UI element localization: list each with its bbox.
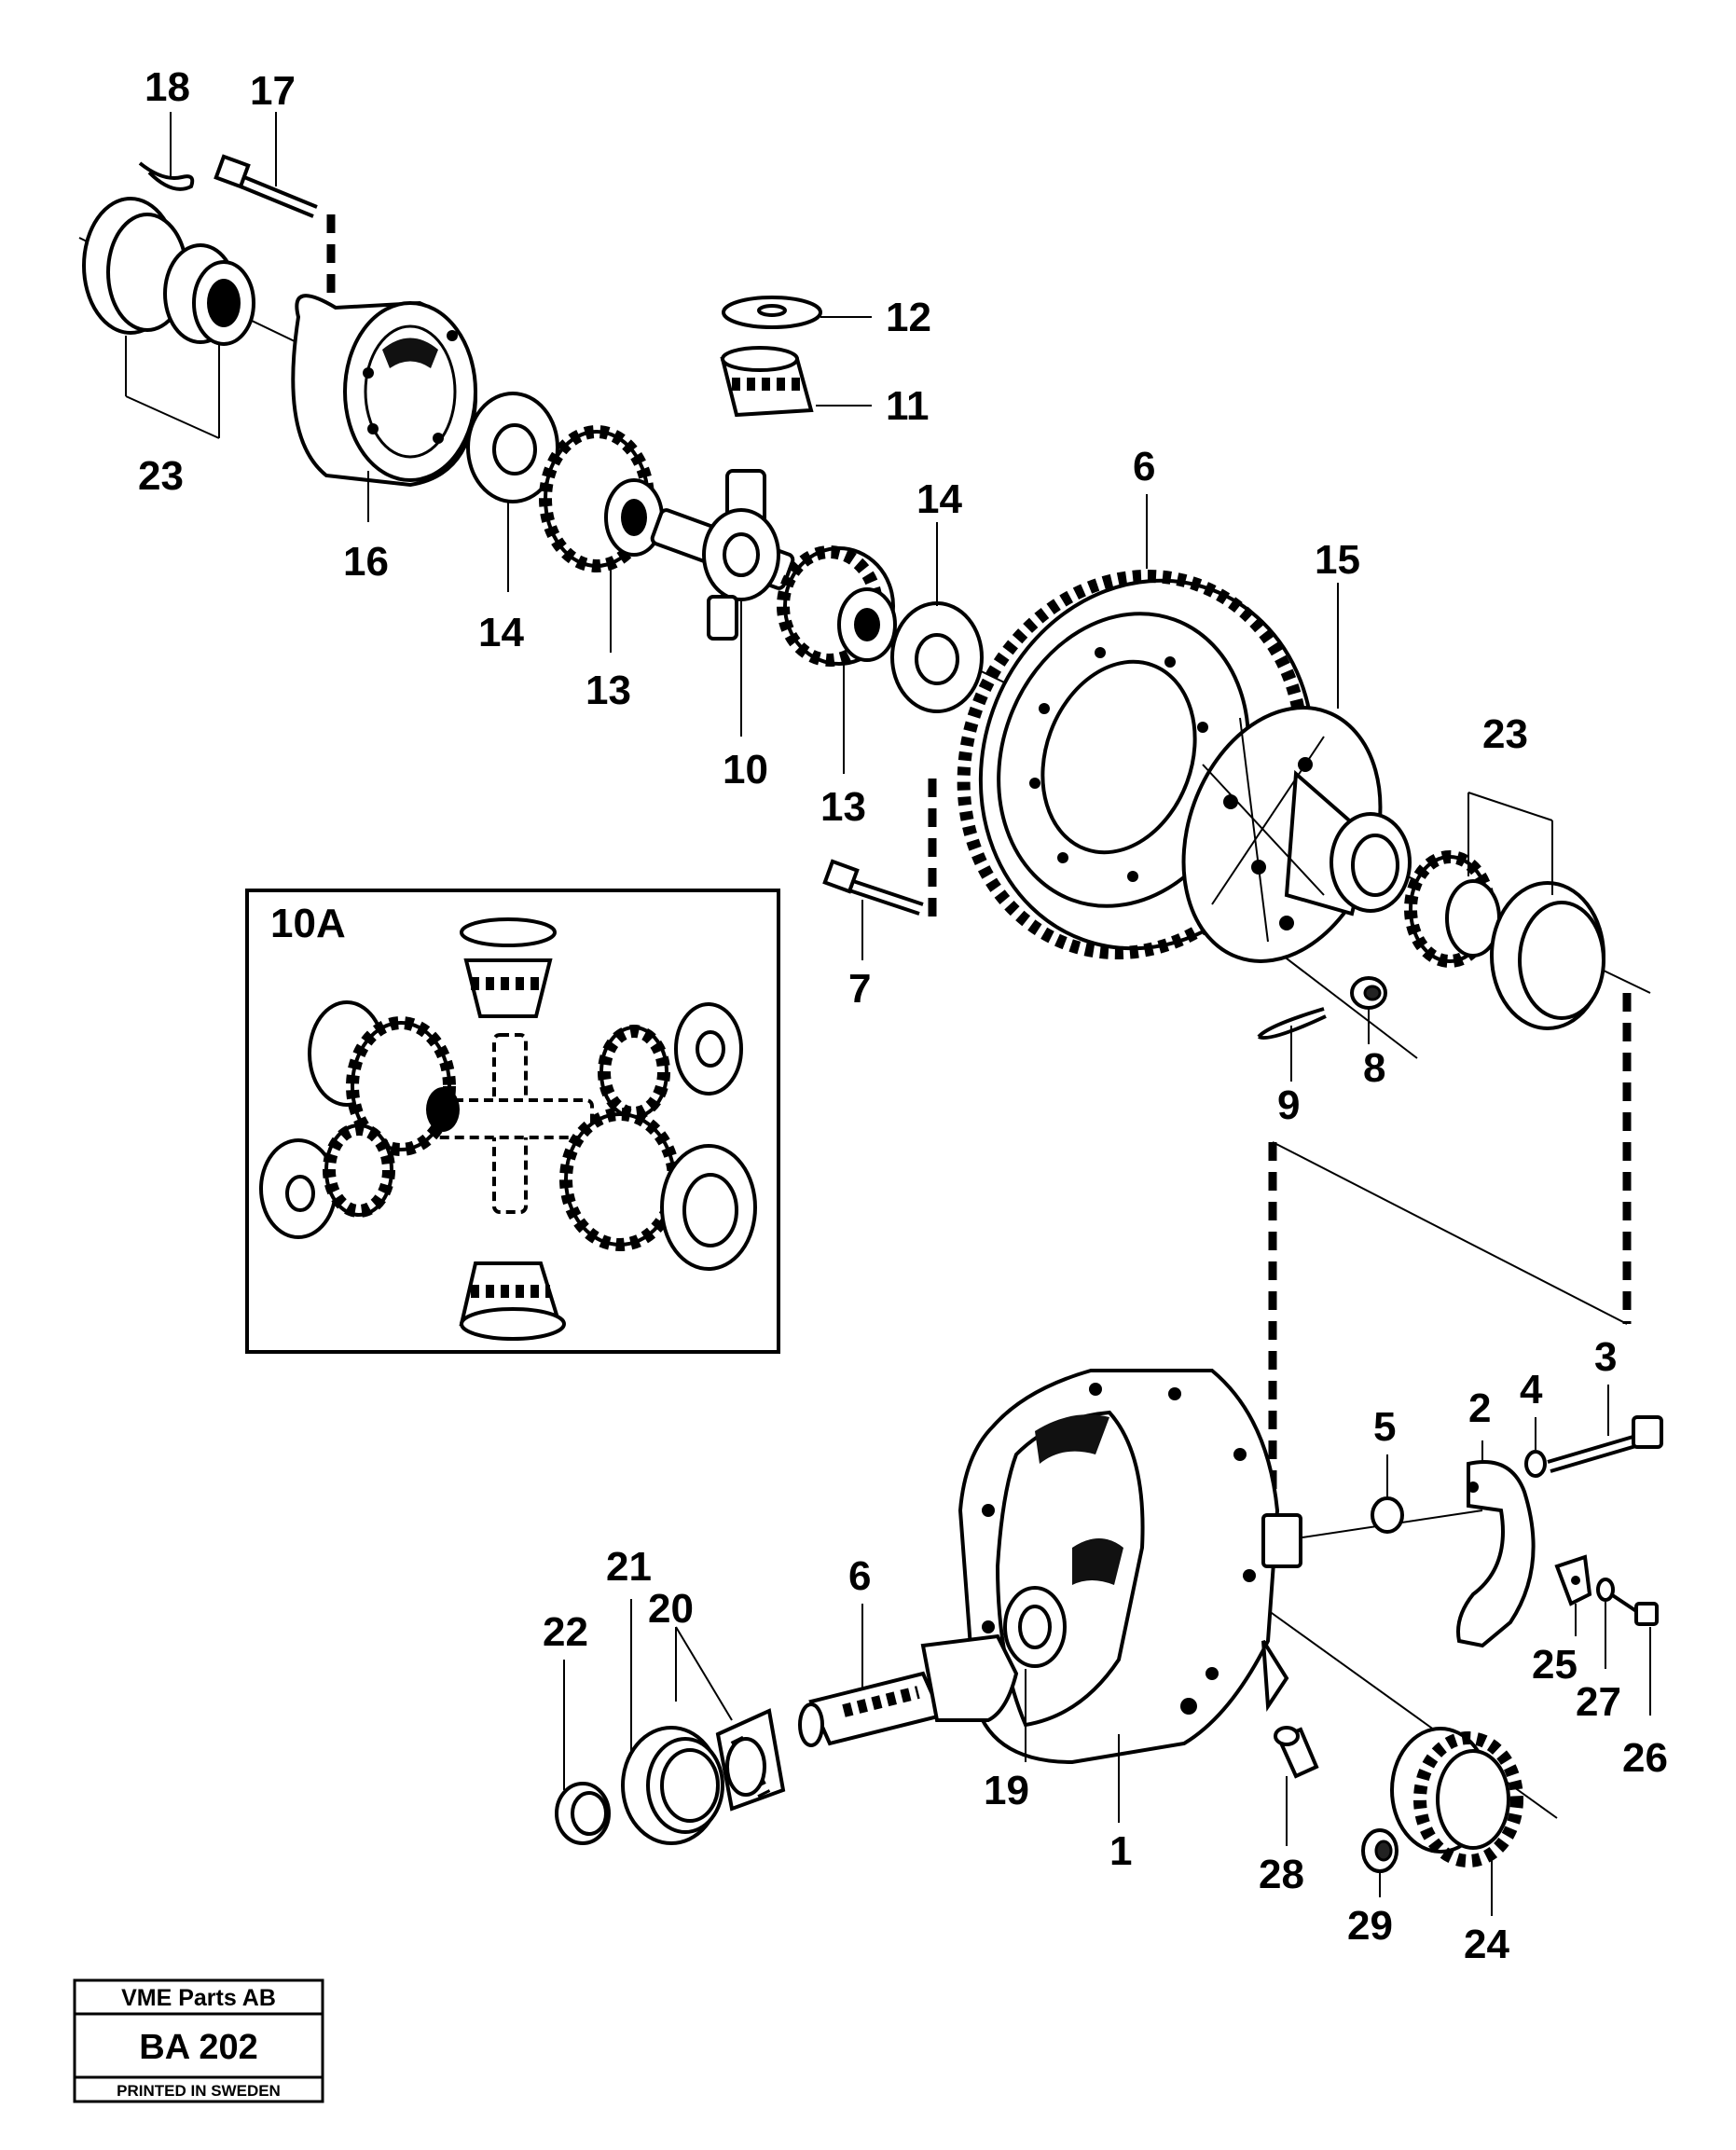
washer-12 [722, 296, 822, 329]
washer-27 [1596, 1578, 1615, 1602]
leader-23r-c [1467, 792, 1553, 821]
bearing-23-left [82, 197, 255, 346]
callout-10: 10 [723, 747, 768, 792]
axle-housing-1 [958, 1369, 1302, 1765]
pilot-bearing-19 [1003, 1586, 1067, 1668]
callout-22: 22 [543, 1609, 588, 1655]
sleeve-5 [1371, 1496, 1404, 1534]
callout-25: 25 [1532, 1642, 1578, 1688]
differential-housing-16 [291, 294, 478, 488]
bolt-17 [214, 154, 318, 218]
callout-14-left: 14 [478, 610, 524, 655]
callout-11: 11 [886, 383, 930, 429]
drive-pinion-6 [798, 1633, 1019, 1747]
bearing-cap-2 [1456, 1460, 1536, 1648]
callout-21: 21 [606, 1544, 652, 1590]
castle-nut-8 [1350, 976, 1387, 1010]
callout-23-right: 23 [1482, 711, 1528, 757]
title-block-code: BA 202 [139, 2028, 257, 2067]
bearing-23-right [1404, 850, 1605, 1030]
breather-28 [1274, 1726, 1319, 1779]
inset-10a-label: 10A [270, 901, 346, 946]
callout-18: 18 [145, 64, 190, 110]
callout-26: 26 [1622, 1735, 1668, 1781]
callout-12: 12 [886, 295, 931, 340]
callout-14-right: 14 [916, 476, 962, 522]
title-block [73, 1978, 324, 2103]
bolt-7 [822, 859, 924, 916]
side-gear-13-left [539, 425, 664, 572]
thrust-washer-14-right [890, 601, 984, 713]
callout-13-right: 13 [820, 784, 866, 830]
cotter-pin-9 [1257, 1007, 1327, 1040]
inset-10a-drawing [259, 917, 757, 1341]
callout-4: 4 [1520, 1367, 1543, 1413]
callout-20: 20 [648, 1586, 694, 1632]
callout-16: 16 [343, 539, 389, 585]
nut-29 [1361, 1828, 1398, 1873]
callout-6-top: 6 [1133, 444, 1155, 489]
callout-13-left: 13 [586, 668, 631, 713]
spring-wire-18 [138, 161, 195, 191]
title-block-company: VME Parts AB [121, 1985, 276, 2011]
callout-2: 2 [1468, 1385, 1491, 1431]
callout-19: 19 [984, 1768, 1029, 1813]
leader-20-b [675, 1626, 733, 1721]
callout-29: 29 [1347, 1903, 1393, 1949]
callout-23-left: 23 [138, 453, 184, 499]
callout-24: 24 [1464, 1922, 1509, 1967]
callout-7: 7 [848, 966, 871, 1012]
bolt-26 [1609, 1592, 1659, 1626]
leader-23l-c [125, 395, 220, 439]
bearing-cup-21 [621, 1726, 724, 1845]
title-block-printed: PRINTED IN SWEDEN [117, 2082, 281, 2100]
callout-17: 17 [250, 68, 296, 114]
callout-9: 9 [1277, 1082, 1300, 1128]
housing-axis-line [1272, 1141, 1628, 1325]
adjusting-nut-24 [1390, 1727, 1523, 1867]
pinion-gear-11 [720, 346, 814, 418]
spider-cross-10 [650, 469, 795, 641]
washer-4 [1524, 1450, 1547, 1478]
shim-ring-22 [555, 1782, 611, 1845]
differential-housing-15 [1181, 706, 1412, 963]
callout-15: 15 [1315, 537, 1360, 583]
lock-plate-25 [1554, 1554, 1592, 1606]
thrust-washer-14-left [466, 392, 559, 503]
bearing-cone-20 [715, 1708, 786, 1812]
bolt-3 [1547, 1415, 1663, 1473]
callout-27: 27 [1576, 1679, 1621, 1725]
callout-28: 28 [1259, 1852, 1304, 1897]
callout-3: 3 [1594, 1334, 1617, 1380]
side-gear-13-right [777, 545, 897, 667]
callout-6-bottom: 6 [848, 1553, 871, 1599]
callout-5: 5 [1373, 1404, 1396, 1450]
callout-1: 1 [1109, 1828, 1132, 1874]
callout-8: 8 [1363, 1045, 1385, 1091]
